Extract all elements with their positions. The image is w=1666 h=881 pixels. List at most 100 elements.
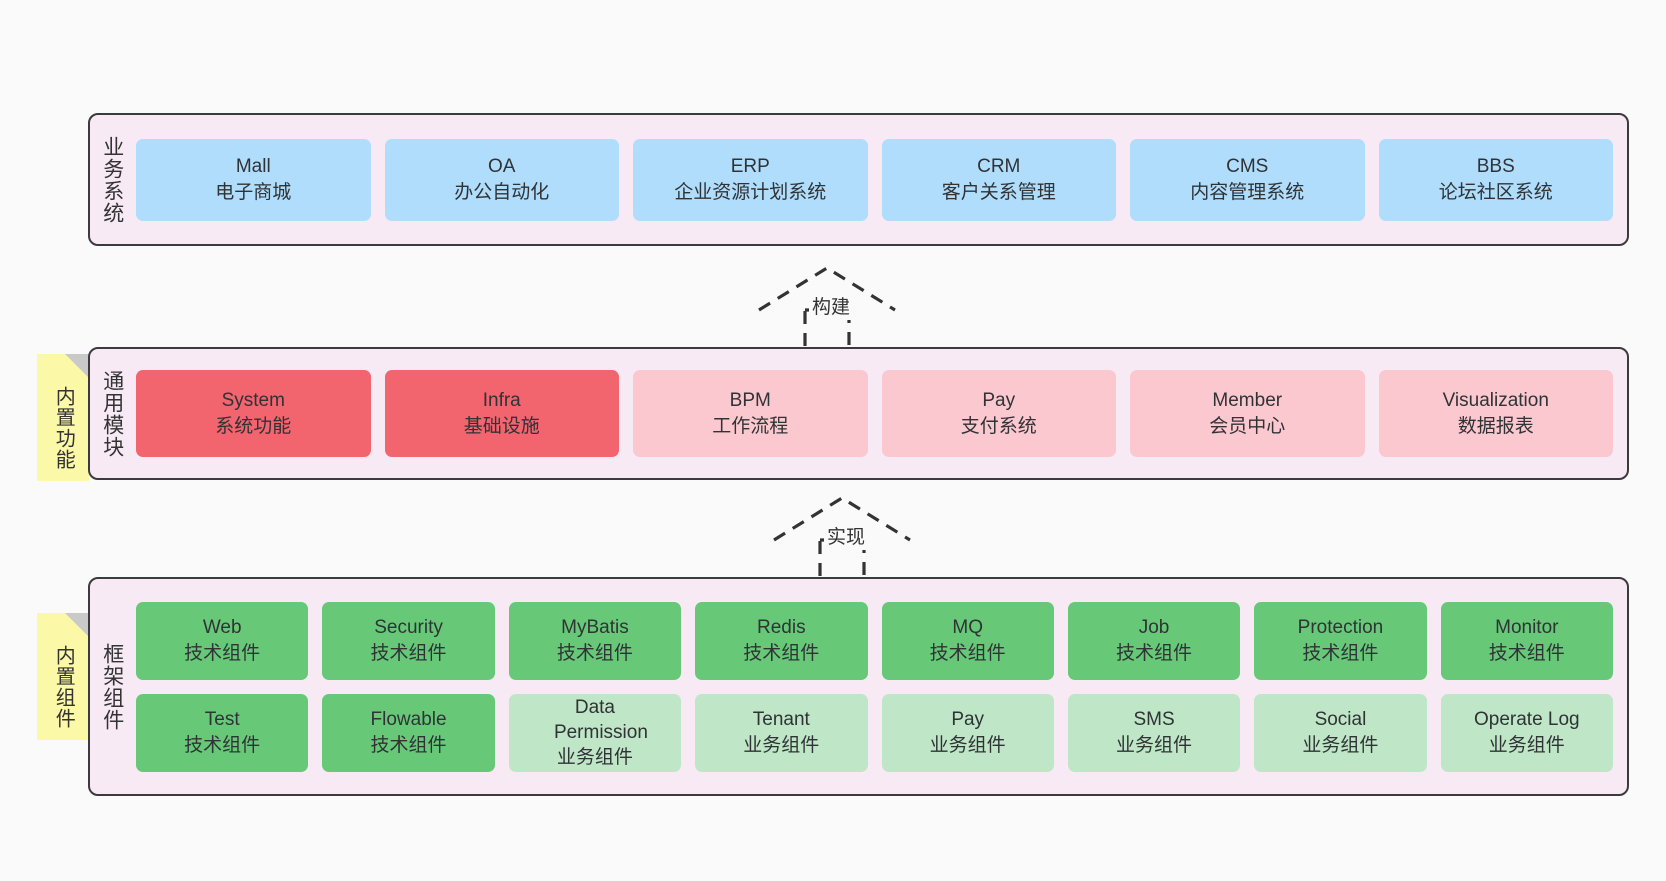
node-tenant[interactable]: Tenant 业务组件 [695,693,868,772]
node-infra-desc: 基础设施 [463,415,540,437]
node-member[interactable]: Member 会员中心 [1130,370,1365,457]
implement-arrowhead-icon [773,496,911,542]
layer-body-business-system: Mall 电子商城 OA 办公自动化 ERP 企业资源计划系统 CRM 客户关系… [134,115,1627,244]
node-system[interactable]: System 系统功能 [136,370,371,457]
node-pay-component-desc: 业务组件 [929,734,1006,756]
node-mq-desc: 技术组件 [929,642,1006,664]
layer-title-common-module: 通用模块 [100,369,124,458]
note-fold-corner-icon [65,354,89,378]
node-data-permission[interactable]: Data Permission 业务组件 [508,693,682,772]
node-member-desc: 会员中心 [1209,415,1286,437]
node-sms[interactable]: SMS 业务组件 [1067,693,1241,772]
node-redis-desc: 技术组件 [743,642,820,664]
node-mybatis[interactable]: MyBatis 技术组件 [508,601,682,680]
node-erp-desc: 企业资源计划系统 [674,181,827,203]
node-job[interactable]: Job 技术组件 [1067,601,1241,680]
node-protection-desc: 技术组件 [1302,642,1379,664]
connector-build: 构建 [757,262,907,352]
layer-business-system: 业务系统 Mall 电子商城 OA 办公自动化 ERP 企业资源计划系统 CRM… [88,113,1629,246]
note-builtin-component: 内置组件 [37,613,89,740]
node-cms-desc: 内容管理系统 [1190,181,1305,203]
node-monitor-desc: 技术组件 [1488,642,1565,664]
node-monitor-name: Monitor [1495,617,1559,639]
node-oa[interactable]: OA 办公自动化 [384,138,619,221]
node-flowable-name: Flowable [370,709,447,731]
node-security-desc: 技术组件 [370,642,447,664]
node-sms-name: SMS [1133,709,1175,731]
note-builtin-function: 内置功能 [37,354,89,481]
node-system-name: System [221,390,285,412]
node-web-name: Web [202,617,242,639]
layer-body-common-module: System 系统功能 Infra 基础设施 BPM 工作流程 Pay 支付系统… [134,349,1627,478]
node-mall[interactable]: Mall 电子商城 [136,138,371,221]
node-security[interactable]: Security 技术组件 [322,601,495,680]
connector-implement-label: 实现 [824,527,869,550]
build-arrowhead-icon [758,266,896,312]
node-protection[interactable]: Protection 技术组件 [1254,601,1427,680]
layer-framework-component: 框架组件 Web 技术组件 Security 技术组件 MyBatis 技术组件… [88,577,1629,796]
node-test-name: Test [204,709,240,731]
node-infra-name: Infra [482,390,521,412]
node-bpm[interactable]: BPM 工作流程 [633,370,868,457]
node-test-desc: 技术组件 [184,734,261,756]
connector-implement: 实现 [772,492,922,582]
node-mq[interactable]: MQ 技术组件 [881,601,1054,680]
node-mall-name: Mall [235,156,271,178]
node-tenant-desc: 业务组件 [743,734,820,756]
layer-body-framework-component: Web 技术组件 Security 技术组件 MyBatis 技术组件 Redi… [134,579,1627,794]
node-flowable[interactable]: Flowable 技术组件 [322,693,495,772]
node-crm-name: CRM [977,156,1021,178]
node-pay-component[interactable]: Pay 业务组件 [881,693,1054,772]
framework-row-business: Test 技术组件 Flowable 技术组件 Data Permission … [136,693,1613,772]
node-bpm-desc: 工作流程 [712,415,789,437]
node-cms-name: CMS [1226,156,1269,178]
node-crm-desc: 客户关系管理 [941,181,1056,203]
node-web[interactable]: Web 技术组件 [136,601,309,680]
node-mall-desc: 电子商城 [215,181,292,203]
node-job-desc: 技术组件 [1116,642,1193,664]
node-protection-name: Protection [1297,617,1384,639]
node-tenant-name: Tenant [752,709,810,731]
node-mybatis-desc: 技术组件 [556,642,633,664]
node-job-name: Job [1138,617,1170,639]
node-operate-log[interactable]: Operate Log 业务组件 [1440,693,1613,772]
node-infra[interactable]: Infra 基础设施 [384,370,619,457]
node-test[interactable]: Test 技术组件 [136,693,309,772]
node-redis[interactable]: Redis 技术组件 [695,601,868,680]
node-security-name: Security [374,617,443,639]
node-crm[interactable]: CRM 客户关系管理 [881,138,1116,221]
node-cms[interactable]: CMS 内容管理系统 [1130,138,1365,221]
node-bbs-desc: 论坛社区系统 [1438,181,1553,203]
node-oa-desc: 办公自动化 [454,181,550,203]
node-system-desc: 系统功能 [215,415,292,437]
node-member-name: Member [1212,390,1283,412]
node-erp-name: ERP [730,156,770,178]
node-social-name: Social [1314,709,1367,731]
node-social[interactable]: Social 业务组件 [1254,693,1427,772]
node-oa-name: OA [488,156,516,178]
node-mq-name: MQ [952,617,983,639]
node-social-desc: 业务组件 [1302,734,1379,756]
node-visualization-desc: 数据报表 [1457,415,1534,437]
node-web-desc: 技术组件 [184,642,261,664]
node-pay-component-name: Pay [951,709,985,731]
note-fold-corner-icon-2 [65,613,89,637]
node-visualization-name: Visualization [1442,390,1549,412]
node-operate-log-desc: 业务组件 [1488,734,1565,756]
node-flowable-desc: 技术组件 [370,734,447,756]
node-erp[interactable]: ERP 企业资源计划系统 [633,138,868,221]
node-redis-name: Redis [757,617,806,639]
node-bbs-name: BBS [1476,156,1515,178]
node-bpm-name: BPM [729,390,771,412]
node-sms-desc: 业务组件 [1116,734,1193,756]
node-monitor[interactable]: Monitor 技术组件 [1440,601,1613,680]
layer-title-business-system: 业务系统 [100,135,124,224]
node-bbs[interactable]: BBS 论坛社区系统 [1378,138,1613,221]
node-mybatis-name: MyBatis [561,617,629,639]
layer-common-module: 通用模块 System 系统功能 Infra 基础设施 BPM 工作流程 Pay… [88,347,1629,480]
node-data-permission-desc: 业务组件 [556,747,633,769]
node-pay-module[interactable]: Pay 支付系统 [881,370,1116,457]
node-visualization[interactable]: Visualization 数据报表 [1378,370,1613,457]
framework-row-technical: Web 技术组件 Security 技术组件 MyBatis 技术组件 Redi… [136,601,1613,680]
